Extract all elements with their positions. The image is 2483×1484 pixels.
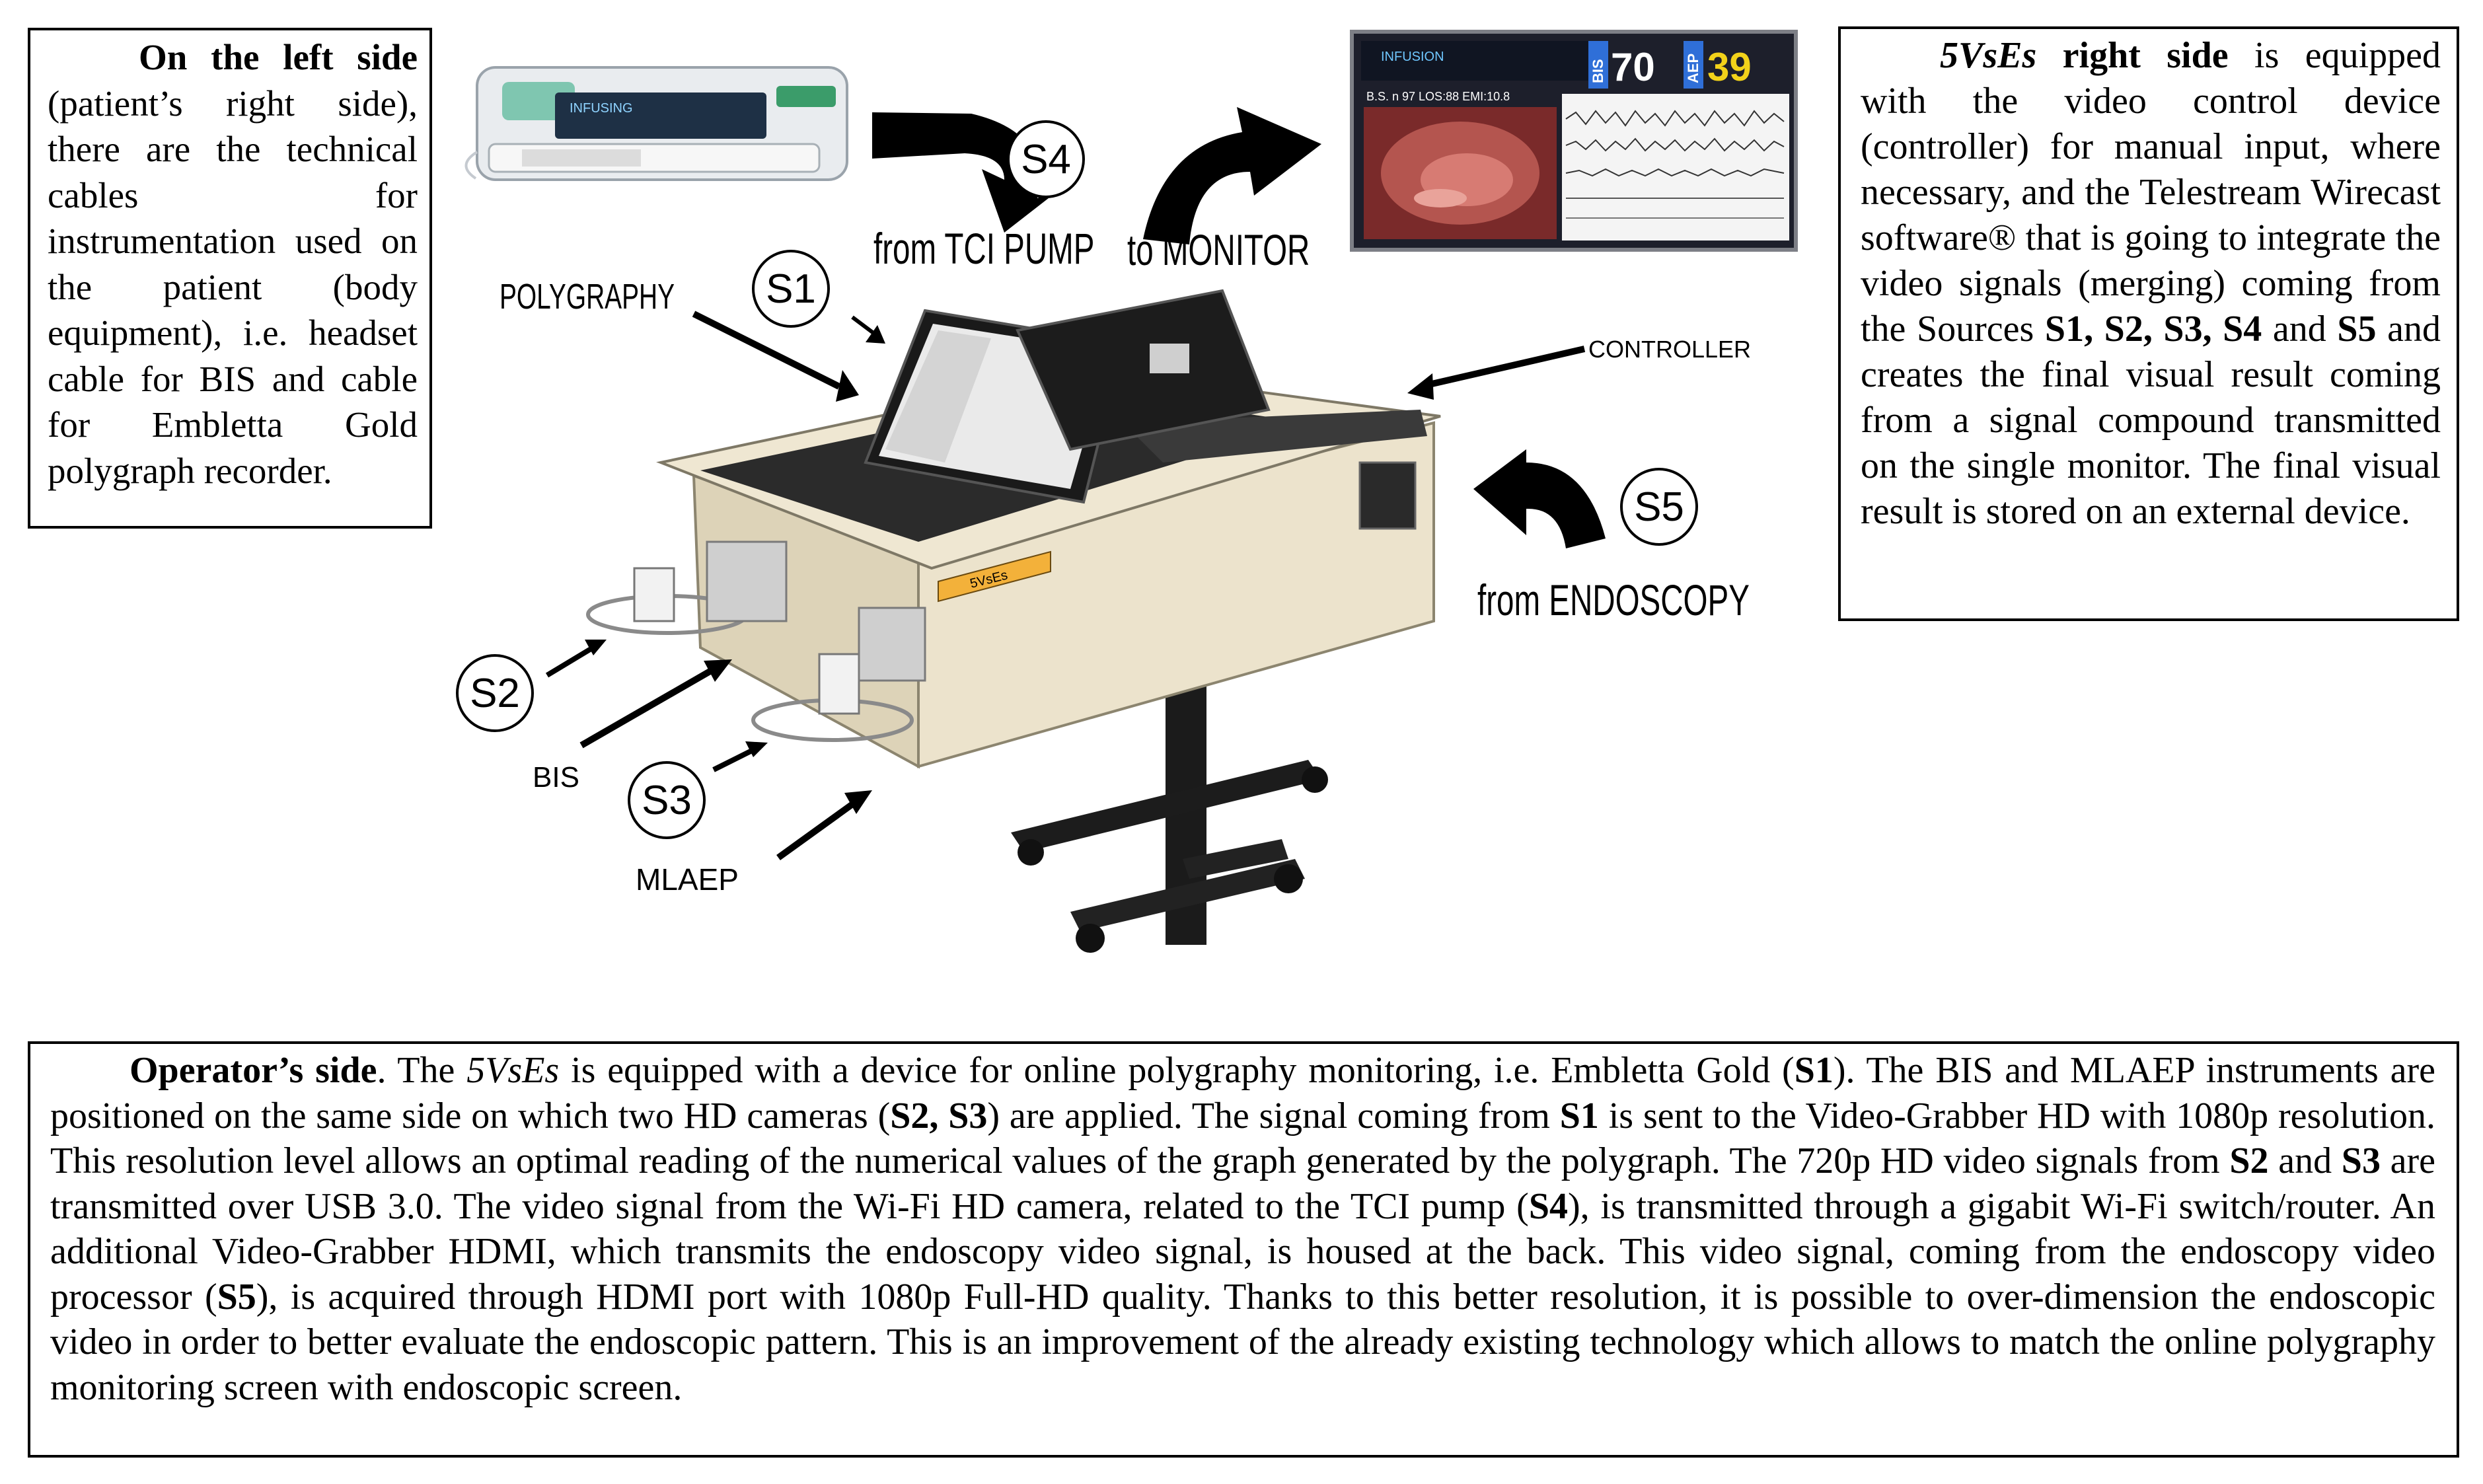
cart-image: 5VsEs [586,289,1441,953]
pointer-arrows [545,311,1586,861]
source-s2-label: S2 [456,654,534,732]
operator-side-description: Operator’s side. The 5VsEs is equipped w… [28,1041,2459,1458]
monitor-aep-label: AEP [1685,54,1701,83]
operator-text-9: ), is acquired through HDMI port with 10… [50,1276,2436,1408]
to-monitor-label: to MONITOR [1127,225,1310,274]
operator-s2: S2 [2229,1140,2269,1181]
right-side-source-s5: S5 [2337,309,2377,350]
source-s3-label: S3 [628,761,706,839]
controller-label: CONTROLLER [1588,336,1752,363]
operator-s2-s3: S2, S3 [890,1095,988,1136]
operator-text-6: and [2268,1140,2342,1181]
monitor-aep-value: 39 [1707,45,1752,89]
from-tci-pump-label: from TCI PUMP [873,224,1095,273]
operator-side-heading: Operator’s side [130,1050,377,1091]
right-side-heading: right side [2036,35,2229,76]
operator-text-5: is sent to the Video-Grabber HD with 108… [50,1095,2435,1182]
operator-text-1: . The [377,1050,467,1091]
operator-s1-b: S1 [1559,1095,1599,1136]
monitor-image: INFUSION BIS 70 AEP 39 B.S. n 97 LOS:88 … [1350,30,1798,252]
mlaep-label: MLAEP [636,862,739,897]
monitor-header-text: INFUSION [1381,50,1444,64]
monitor-bis-value: 70 [1611,45,1655,89]
operator-text-3: ). The BIS and MLAEP instruments are pos… [50,1050,2435,1136]
operator-s5: S5 [217,1276,256,1317]
operator-text-8: ), is transmitted through a gigabit Wi-F… [50,1185,2435,1317]
source-s5-label: S5 [1620,468,1698,546]
right-side-name: 5VsEs [1940,35,2037,76]
from-endoscopy-label: from ENDOSCOPY [1477,575,1750,624]
source-s1-label: S1 [752,250,830,328]
right-side-sources: S1, S2, S3, S4 [2044,309,2262,350]
left-side-heading: On the left side [139,37,418,77]
monitor-status-text: B.S. n 97 LOS:88 EMI:10.8 [1366,90,1510,103]
right-side-text-1: is equipped with the video control devic… [1861,35,2441,350]
bis-label: BIS [533,761,579,794]
operator-s1: S1 [1794,1050,1834,1091]
operator-s3: S3 [2341,1140,2381,1181]
operator-text-7: are transmitted over USB 3.0. The video … [50,1140,2436,1227]
operator-text-2: is equipped with a device for online pol… [559,1050,1795,1091]
polygraphy-label: POLYGRAPHY [500,277,675,316]
right-side-text-3: and creates the final visual result comi… [1861,309,2441,532]
operator-s4: S4 [1528,1185,1568,1227]
tci-pump-image: INFUSING [464,66,848,181]
operator-text-4: ) are applied. The signal coming from [987,1095,1560,1136]
pump-screen-text: INFUSING [570,101,633,116]
operator-device-name: 5VsEs [466,1050,560,1091]
left-side-description: On the left side (patient’s right side),… [28,28,432,529]
left-side-body: (patient’s right side), there are the te… [48,83,418,491]
source-s4-label: S4 [1007,120,1085,198]
right-side-text-2: and [2262,309,2338,350]
right-side-description: 5VsEs right side is equipped with the vi… [1838,26,2459,621]
monitor-bis-label: BIS [1590,59,1606,83]
